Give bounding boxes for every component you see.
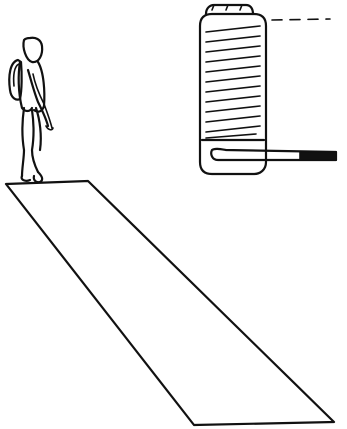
wall-device-icon [200,5,336,174]
dashed-leader-line [272,19,330,20]
floor-strip-icon [6,181,334,425]
walking-person-icon [9,38,53,182]
device-stripes [206,26,260,138]
